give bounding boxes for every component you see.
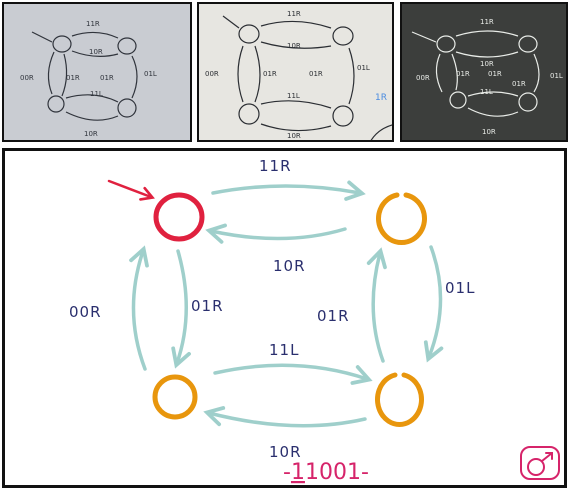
sketch-3-label-center: 01R	[488, 70, 502, 78]
sketch-2-arrow-bottom	[260, 100, 332, 109]
state-diagram-panel: 11R 10R 01L 00R 01R 01R 11L 10R -11001-	[2, 148, 567, 488]
tape-cells: 1001	[305, 460, 361, 485]
tape-suffix: -	[361, 460, 369, 485]
sketch-2-label-left-outer: 00R	[205, 70, 219, 78]
sketch-3-label-left-inner: 01R	[456, 70, 470, 78]
state-diagram: 11R 10R 01L 00R 01R 01R 11L 10R -11001-	[69, 157, 560, 485]
sketch-1-arrow-top-back	[71, 50, 119, 57]
sketch-3-label-center-2: 01R	[512, 80, 526, 88]
transition-right-up	[366, 247, 387, 363]
label-left-up: 00R	[69, 303, 102, 321]
state-bottom-right-node	[375, 372, 424, 427]
sketch-1-label-bottom-back: 10R	[84, 130, 98, 138]
sketch-2-state-a	[238, 24, 260, 44]
sketch-3-label-bottom-back: 10R	[482, 128, 496, 136]
label-top-forward: 11R	[259, 157, 292, 175]
sketch-3-state-a	[436, 35, 456, 53]
svg-text:-11001-: -11001-	[283, 460, 369, 485]
sketch-3-label-left-outer: 00R	[416, 74, 430, 82]
sketch-3-drawing: 11R 10R 00R 01R 01R 01R 01L 11L 10R	[411, 18, 563, 136]
sketch-1-state-d	[117, 98, 137, 118]
label-bottom-back: 10R	[269, 443, 302, 461]
label-left-down: 01R	[191, 297, 224, 315]
sketch-3-label-bottom: 11L	[480, 88, 493, 96]
sketch-2-state-d	[332, 105, 354, 127]
sketch-2-label-right: 01L	[357, 64, 370, 72]
label-right-down: 01L	[445, 279, 475, 297]
sketch-3-label-top-back: 10R	[480, 60, 494, 68]
sketch-1-state-b	[117, 37, 137, 55]
label-right-up: 01R	[317, 307, 350, 325]
sketch-3-arrow-bottom-back	[467, 107, 519, 117]
sketch-2-arrow-top	[260, 20, 332, 29]
label-bottom-forward: 11L	[269, 341, 299, 359]
sketch-1-arrow-left-up	[47, 51, 55, 95]
sketch-1-arrow-right	[131, 55, 138, 99]
sketch-2-drawing: 11R 10R 00R 01R 01R 01L 11L 10R 1R	[205, 10, 392, 140]
sketch-2-state-b	[332, 26, 354, 46]
transition-bottom-back	[203, 406, 367, 428]
sketch-1-drawing: 11R 10R 00R 01R 01R 01L 11L 10R	[20, 20, 157, 138]
transition-right-down	[423, 245, 444, 363]
state-top-right-node	[376, 192, 427, 245]
sketch-1-label-left-inner: 01R	[66, 74, 80, 82]
sketch-2-label-bottom-back: 10R	[287, 132, 301, 140]
transition-bottom-forward	[213, 363, 373, 385]
sketch-2-corner-note: 1R	[375, 93, 387, 103]
sketch-3-label-right: 01L	[550, 72, 563, 80]
sketch-photo-3: 11R 10R 00R 01R 01R 01R 01L 11L 10R	[400, 2, 568, 142]
label-top-back: 10R	[273, 257, 306, 275]
sketch-3-arrow-left-up	[435, 53, 443, 93]
sketch-photo-2: 11R 10R 00R 01R 01R 01L 11L 10R 1R	[197, 2, 394, 142]
sketch-1-start-arrow	[31, 31, 53, 43]
sketch-3-arrow-top	[455, 30, 519, 37]
sketch-3-start-arrow	[411, 31, 437, 43]
sketch-3-arrow-right	[533, 53, 540, 93]
sketch-3-state-d	[518, 92, 538, 112]
sketch-3-arrow-bottom	[467, 91, 519, 97]
sketch-3-state-c	[449, 91, 467, 109]
sketch-3-label-top: 11R	[480, 18, 494, 26]
tape-head-cell: 1	[291, 460, 305, 485]
sketch-1-label-center: 01R	[100, 74, 114, 82]
sketch-photo-1: 11R 10R 00R 01R 01R 01L 11L 10R	[2, 2, 192, 142]
transition-top-back	[205, 223, 347, 244]
sketch-2-arrow-left-down	[254, 45, 261, 103]
sketch-1-arrow-bottom-back	[65, 111, 119, 121]
sketch-3-arrow-top-back	[455, 51, 519, 58]
sketch-2-corner-curve	[370, 124, 392, 140]
sketch-1-arrow-bottom	[65, 94, 119, 103]
sketch-1-arrow-top	[71, 31, 119, 39]
sketch-2-start-arrow	[222, 15, 240, 29]
transition-left-down	[171, 249, 191, 369]
state-bottom-left-node	[152, 374, 198, 420]
sketch-2-label-bottom: 11L	[287, 92, 300, 100]
sketch-1-arrow-left-down	[61, 53, 68, 97]
tape: -11001-	[283, 460, 369, 485]
sketch-1-state-c	[47, 95, 65, 113]
sketch-2-arrow-right	[348, 47, 355, 105]
tape-prefix: -	[283, 460, 291, 485]
sketch-1-label-left-outer: 00R	[20, 74, 34, 82]
sketch-1-state-a	[52, 35, 72, 53]
sketch-2-state-c	[238, 103, 260, 125]
sketch-2-label-top: 11R	[287, 10, 301, 18]
sketch-1-label-right: 01L	[144, 70, 157, 78]
sketch-2-label-left-inner: 01R	[263, 70, 277, 78]
sketch-3-state-b	[518, 35, 538, 53]
sketch-1-label-top-back: 10R	[89, 48, 103, 56]
sketch-1-label-bottom: 11L	[90, 90, 103, 98]
transition-top-forward	[211, 180, 366, 201]
sketch-2-arrow-left-up	[237, 45, 244, 103]
male-symbol-logo	[520, 446, 560, 480]
sketch-2-label-top-back: 10R	[287, 42, 301, 50]
sketch-1-label-top: 11R	[86, 20, 100, 28]
sketch-2-arrow-top-back	[260, 41, 332, 49]
start-arrow	[107, 179, 155, 201]
sketch-2-label-center: 01R	[309, 70, 323, 78]
state-start-node	[153, 192, 205, 242]
sketch-3-arrow-left-down	[451, 53, 458, 91]
transition-left-up	[129, 245, 149, 371]
sketch-2-arrow-bottom-back	[260, 123, 332, 132]
